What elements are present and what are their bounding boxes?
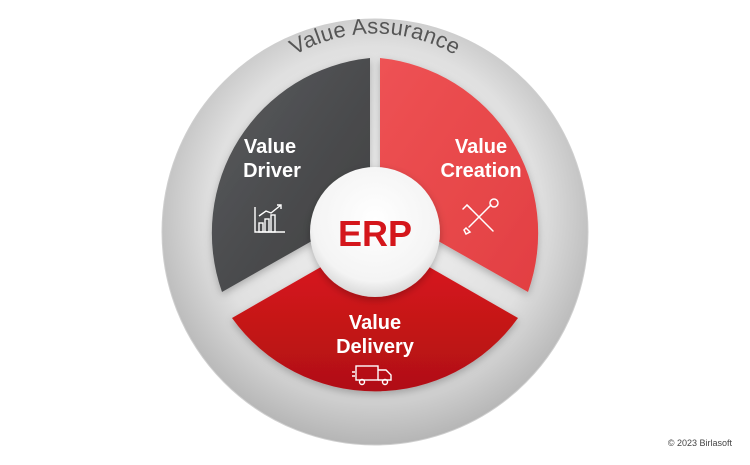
segment-value-creation: [380, 58, 539, 292]
center-label: ERP: [338, 213, 412, 254]
value-driver-label-line2: Driver: [243, 160, 301, 182]
bar-chart-growth-icon: [254, 204, 285, 233]
value-driver-label-line1: Value: [244, 136, 296, 158]
segment-value-driver: [211, 58, 370, 292]
value-delivery-label-line2: Delivery: [336, 336, 415, 358]
copyright-notice: © 2023 Birlasoft: [667, 438, 732, 448]
center-circle: [310, 167, 440, 297]
value-creation-label-line2: Creation: [440, 160, 521, 182]
segment-value-delivery: [232, 236, 518, 392]
value-delivery-label-line1: Value: [349, 312, 401, 334]
tools-wrench-screwdriver-icon: [462, 198, 499, 236]
value-creation-label-line1: Value: [455, 136, 507, 158]
delivery-truck-icon: [352, 365, 392, 386]
